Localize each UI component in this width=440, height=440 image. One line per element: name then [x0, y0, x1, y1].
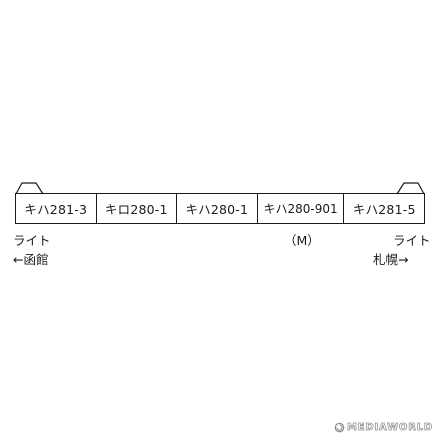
car-5-cell: キハ281-5 [343, 194, 424, 223]
car-1-cell: キハ281-3 [24, 202, 88, 217]
left-light-label: ライト [13, 233, 51, 248]
right-direction-label: 札幌→ [373, 252, 409, 267]
watermark-swirl-icon [334, 422, 345, 433]
right-light-label: ライト [393, 233, 431, 248]
car-3-cell: キハ280-1 [176, 194, 257, 223]
left-direction-label: ←函館 [13, 252, 49, 267]
car-formation-row: キハ281-3 キロ280-1 キハ280-1 キハ280-901 キハ281-… [15, 193, 425, 224]
right-cab-outline [396, 182, 425, 195]
watermark-text: MEDIAWORLD [347, 422, 433, 434]
watermark-logo: MEDIAWORLD [334, 421, 433, 434]
car-2-cell: キロ280-1 [95, 194, 177, 223]
motor-car-label: （M） [284, 233, 320, 248]
left-cab-outline [15, 182, 44, 195]
car-4-cell: キハ280-901 [256, 194, 344, 223]
